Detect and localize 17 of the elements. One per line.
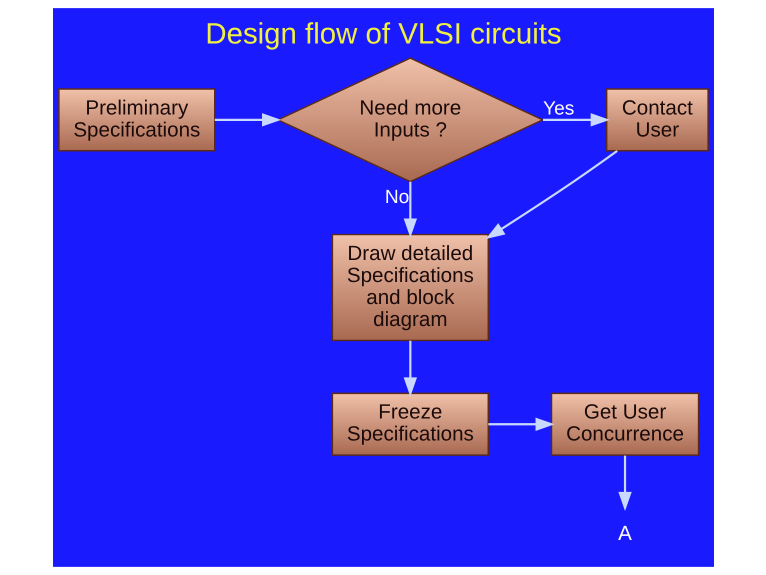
arrow <box>485 150 618 240</box>
node-box: Draw detailed Specifications and block diagram <box>331 234 488 342</box>
node-box: Get User Concurrence <box>550 392 699 456</box>
diagram-title: Design flow of VLSI circuits <box>204 17 562 50</box>
node-box: Contact User <box>605 88 708 152</box>
arrow <box>618 456 632 512</box>
edge-label: Yes <box>542 98 574 120</box>
node-box: Freeze Specifications <box>331 392 488 456</box>
node-text: A <box>618 522 632 545</box>
edge-label: No <box>384 186 409 208</box>
arrow <box>488 418 554 431</box>
node-box: Preliminary Specifications <box>58 88 215 152</box>
node-diamond: Need more Inputs ? <box>276 57 544 182</box>
arrow <box>403 340 417 397</box>
arrow <box>214 113 281 127</box>
arrow <box>403 182 417 238</box>
arrow <box>542 113 610 127</box>
